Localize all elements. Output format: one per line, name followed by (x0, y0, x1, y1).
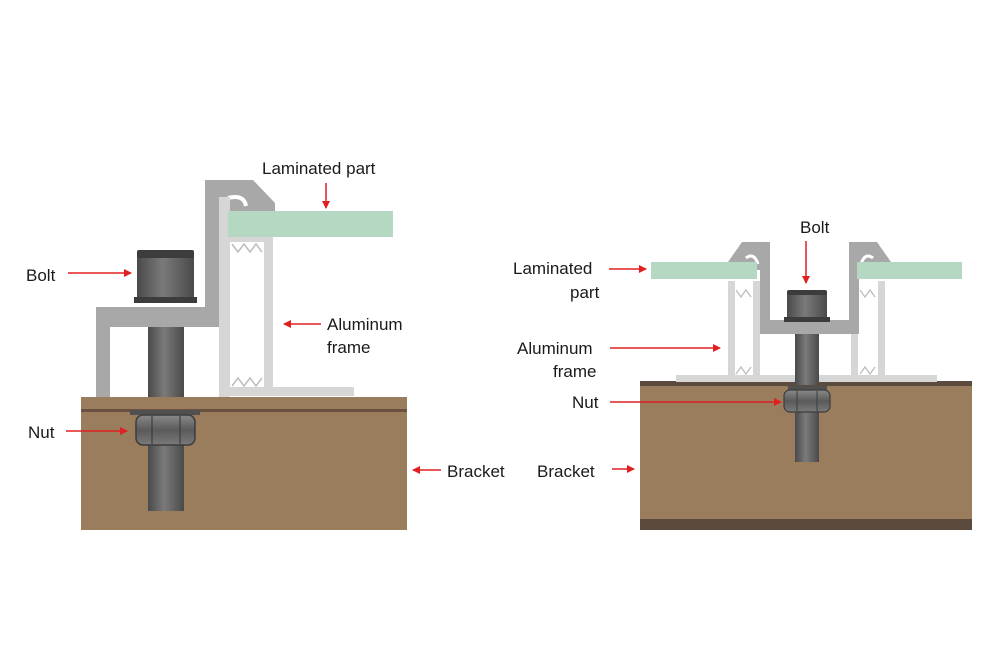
left-bracket (81, 397, 407, 530)
left-aluminum-clamp (96, 180, 275, 397)
right-aluminum-frame-label-line2: frame (553, 362, 596, 381)
left-aluminum-frame (219, 197, 354, 397)
right-clamp-hook-left (745, 254, 760, 265)
right-aluminum-clamp (728, 242, 891, 334)
right-left-aluminum-frame (728, 281, 760, 377)
right-laminated-part-label-line1: Laminated (513, 259, 592, 278)
right-aluminum-frame-label-line1: Aluminum (517, 339, 593, 358)
right-laminated-part-right (857, 262, 962, 279)
left-clamp-hook (227, 195, 248, 207)
left-aluminum-frame-label-line2: frame (327, 338, 370, 357)
right-nut (783, 386, 831, 413)
left-laminated-part-label: Laminated part (262, 159, 376, 178)
right-laminated-part-left (651, 262, 757, 279)
left-nut (130, 410, 200, 446)
left-bracket-label: Bracket (447, 462, 505, 481)
right-bolt (784, 290, 830, 462)
left-nut-label: Nut (28, 423, 55, 442)
right-bracket-label: Bracket (537, 462, 595, 481)
left-aluminum-frame-label-line1: Aluminum (327, 315, 403, 334)
right-laminated-part-label-line2: part (570, 283, 600, 302)
right-bolt-label: Bolt (800, 218, 830, 237)
left-laminated-part (228, 211, 393, 237)
left-bolt-label: Bolt (26, 266, 56, 285)
left-bolt (134, 250, 197, 511)
right-nut-label: Nut (572, 393, 599, 412)
left-bracket-band (81, 409, 407, 412)
left-clamp-assembly: Laminated part Bolt Aluminum frame Nut B… (26, 159, 505, 530)
right-bracket-bottom-band (640, 519, 972, 530)
right-clamp-assembly: Bolt Laminated part Aluminum frame Nut B… (513, 218, 972, 530)
